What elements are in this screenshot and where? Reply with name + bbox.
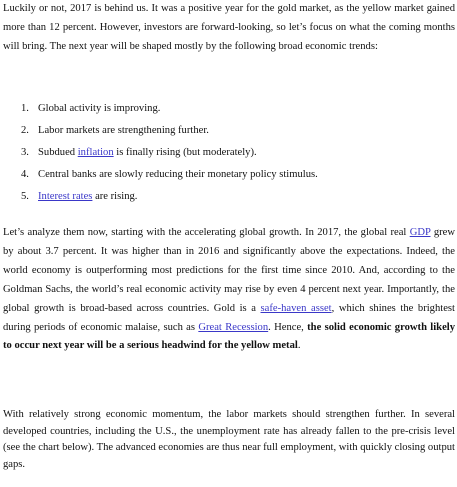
safe-haven-asset-link[interactable]: safe-haven asset bbox=[260, 302, 332, 314]
list-item-text: are rising. bbox=[92, 191, 138, 202]
list-item-number: 3. bbox=[21, 147, 29, 158]
list-item-number: 1. bbox=[21, 103, 29, 114]
list-item-text: Central banks are slowly reducing their … bbox=[38, 169, 318, 180]
list-item: 2. Labor markets are strengthening furthe… bbox=[21, 120, 318, 142]
list-item: 4. Central banks are slowly reducing thei… bbox=[21, 164, 318, 186]
growth-text: . Hence, bbox=[268, 321, 308, 333]
intro-text: Luckily or not, 2017 is behind us. It wa… bbox=[3, 3, 455, 52]
list-item-text: is finally rising (but moderately). bbox=[113, 147, 257, 158]
list-item: 3. Subdued inflation is finally rising (b… bbox=[21, 142, 318, 164]
intro-paragraph: Luckily or not, 2017 is behind us. It wa… bbox=[3, 0, 455, 57]
labor-text: With relatively strong economic momentum… bbox=[3, 409, 455, 470]
list-item-number: 2. bbox=[21, 125, 29, 136]
gdp-link[interactable]: GDP bbox=[409, 227, 431, 238]
list-item-number: 4. bbox=[21, 169, 29, 180]
list-item: 1. Global activity is improving. bbox=[21, 98, 318, 120]
interest-rates-link[interactable]: Interest rates bbox=[38, 191, 93, 202]
list-item-text: Subdued bbox=[38, 147, 78, 158]
labor-paragraph: With relatively strong economic momentum… bbox=[3, 407, 455, 473]
list-item: 5. Interest rates are rising. bbox=[21, 186, 318, 208]
growth-bold-statement: the solid economic growth likely to occu… bbox=[3, 321, 456, 352]
growth-text: . bbox=[297, 340, 301, 352]
trends-list: 1. Global activity is improving. 2. Labor … bbox=[21, 98, 318, 208]
growth-text: grew by about 3.7 percent. It was higher… bbox=[3, 227, 456, 314]
growth-paragraph: Let’s analyze them now, starting with th… bbox=[3, 224, 455, 356]
growth-text: Let’s analyze them now, starting with th… bbox=[3, 227, 410, 238]
great-recession-link[interactable]: Great Recession bbox=[198, 321, 269, 333]
list-item-number: 5. bbox=[21, 191, 29, 202]
growth-text: , which shines the brightest during peri… bbox=[3, 302, 455, 333]
inflation-link[interactable]: inflation bbox=[77, 147, 114, 158]
list-item-text: Labor markets are strengthening further. bbox=[38, 125, 209, 136]
list-item-text: Global activity is improving. bbox=[38, 103, 161, 114]
